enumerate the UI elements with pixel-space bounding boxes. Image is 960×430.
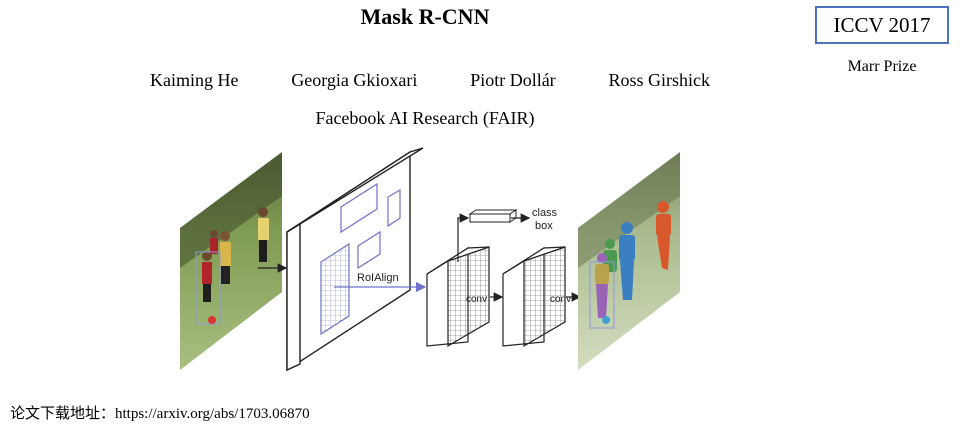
author-name: Georgia Gkioxari (291, 70, 418, 90)
venue-badge: ICCV 2017 (815, 6, 949, 44)
player-figure (220, 231, 231, 284)
head-class-label: class (532, 207, 558, 219)
conv-label: conv (550, 294, 571, 305)
author-name: Piotr Dollár (470, 70, 556, 90)
paper-title: Mask R-CNN (360, 4, 490, 29)
mask-feature-block (502, 246, 566, 348)
venue-label: ICCV 2017 (833, 12, 931, 37)
instance-mask (656, 201, 671, 270)
input-image (180, 152, 282, 370)
instance-mask (619, 222, 635, 300)
head-box-label: box (535, 220, 553, 232)
player-figure (210, 230, 218, 254)
backbone-block (286, 147, 424, 372)
player-figure (202, 251, 212, 302)
instance-mask (595, 253, 609, 318)
fc-head-block (468, 209, 518, 223)
author-list: Kaiming He Georgia Gkioxari Piotr Dollár… (150, 70, 710, 91)
conv-label: conv (466, 294, 487, 305)
output-image (578, 152, 680, 370)
head-branch-arrow (457, 213, 470, 262)
instance-mask (603, 239, 617, 272)
author-name: Ross Girshick (608, 70, 710, 90)
roialign-label: RoIAlign (357, 272, 399, 284)
affiliation: Facebook AI Research (FAIR) (315, 108, 535, 128)
download-link-text: 论文下载地址：https://arxiv.org/abs/1703.06870 (10, 406, 310, 422)
author-name: Kaiming He (150, 70, 239, 90)
player-figure (258, 207, 269, 262)
roi-feature-block (426, 246, 490, 348)
award-label: Marr Prize (847, 58, 917, 75)
